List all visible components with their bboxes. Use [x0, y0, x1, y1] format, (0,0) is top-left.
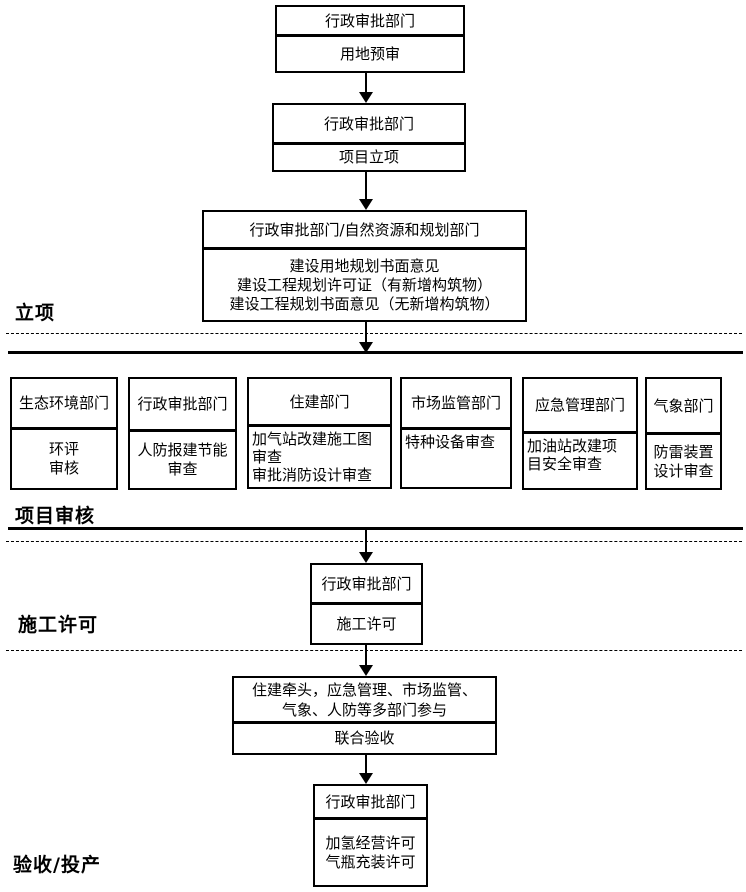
node-project-initiation: 行政审批部门 项目立项 — [272, 103, 466, 172]
stage-divider-solid — [8, 527, 743, 530]
node-dept-label: 住建部门 — [249, 379, 390, 427]
stage-divider-solid — [8, 351, 743, 354]
node-dept-label: 生态环境部门 — [12, 379, 116, 430]
node-task-label: 防雷装置 设计审查 — [653, 442, 714, 480]
flow-arrow-down-icon — [359, 172, 373, 210]
arrow-head — [359, 342, 373, 353]
node-task-label: 加氢经营许可 气瓶充装许可 — [325, 833, 416, 871]
node-dept-label: 行政审批部门 — [274, 105, 464, 145]
node-joint-acceptance: 住建牵头，应急管理、市场监管、 气象、人防等多部门参与 联合验收 — [232, 676, 497, 755]
stage-label-construction-permit: 施工许可 — [18, 614, 99, 636]
arrow-stem — [365, 645, 367, 665]
flow-arrow-down-icon — [359, 322, 373, 353]
node-dept-label: 市场监管部门 — [402, 379, 510, 430]
flow-arrow-down-icon — [359, 645, 373, 676]
node-review-housing-construction: 住建部门 加气站改建施工图 审查 审批消防设计审查 — [247, 377, 392, 489]
node-dept-label: 住建牵头，应急管理、市场监管、 气象、人防等多部门参与 — [234, 678, 495, 724]
flow-arrow-down-icon — [359, 529, 373, 563]
node-review-meteorology: 气象部门 防雷装置 设计审查 — [645, 377, 722, 490]
node-construction-permit: 行政审批部门 施工许可 — [310, 563, 423, 645]
node-task-label: 特种设备审查 — [405, 433, 496, 451]
node-task-label: 建设用地规划书面意见 建设工程规划许可证（有新增构筑物） 建设工程规划书面意见（… — [229, 256, 500, 313]
node-planning-opinions: 行政审批部门/自然资源和规划部门 建设用地规划书面意见 建设工程规划许可证（有新… — [202, 210, 527, 322]
stage-label-project-review: 项目审核 — [15, 505, 96, 527]
flow-arrow-down-icon — [359, 755, 373, 784]
arrow-stem — [365, 172, 367, 199]
node-review-market-regulation: 市场监管部门 特种设备审查 — [400, 377, 512, 489]
node-task-label: 人防报建节能 审查 — [137, 441, 228, 478]
node-review-emergency-management: 应急管理部门 加油站改建项 目安全审查 — [522, 377, 638, 490]
node-task-label: 环评 审核 — [48, 440, 79, 477]
arrow-head — [359, 199, 373, 210]
arrow-head — [359, 665, 373, 676]
stage-divider-dashed — [6, 541, 742, 542]
arrow-stem — [365, 73, 367, 92]
node-dept-label: 行政审批部门/自然资源和规划部门 — [204, 212, 525, 250]
node-dept-label: 应急管理部门 — [524, 379, 636, 434]
node-dept-label: 行政审批部门 — [277, 7, 463, 37]
node-dept-label: 行政审批部门 — [130, 379, 235, 432]
node-task-label: 用地预审 — [339, 44, 400, 63]
node-review-eco-environment: 生态环境部门 环评 审核 — [10, 377, 118, 490]
node-task-label: 联合验收 — [334, 729, 395, 747]
arrow-head — [359, 552, 373, 563]
arrow-stem — [365, 322, 367, 342]
node-task-label: 项目立项 — [338, 148, 399, 166]
node-task-label: 施工许可 — [336, 614, 397, 633]
node-dept-label: 行政审批部门 — [312, 565, 421, 605]
stage-label-initiation: 立项 — [15, 302, 56, 324]
arrow-stem — [365, 529, 367, 552]
stage-label-acceptance-production: 验收/投产 — [13, 854, 101, 876]
node-operating-licenses: 行政审批部门 加氢经营许可 气瓶充装许可 — [313, 784, 428, 887]
stage-divider-dashed — [6, 333, 742, 334]
node-task-label: 加油站改建项 目安全审查 — [527, 437, 618, 473]
node-dept-label: 气象部门 — [647, 379, 720, 435]
arrow-head — [359, 92, 373, 103]
stage-divider-dashed — [6, 650, 742, 651]
flow-arrow-down-icon — [359, 73, 373, 103]
node-review-civil-air-defense: 行政审批部门 人防报建节能 审查 — [128, 377, 237, 490]
arrow-stem — [365, 755, 367, 773]
arrow-head — [359, 773, 373, 784]
node-dept-label: 行政审批部门 — [315, 786, 426, 820]
node-task-label: 加气站改建施工图 审查 审批消防设计审查 — [252, 430, 373, 484]
node-land-pre-review: 行政审批部门 用地预审 — [275, 5, 465, 73]
